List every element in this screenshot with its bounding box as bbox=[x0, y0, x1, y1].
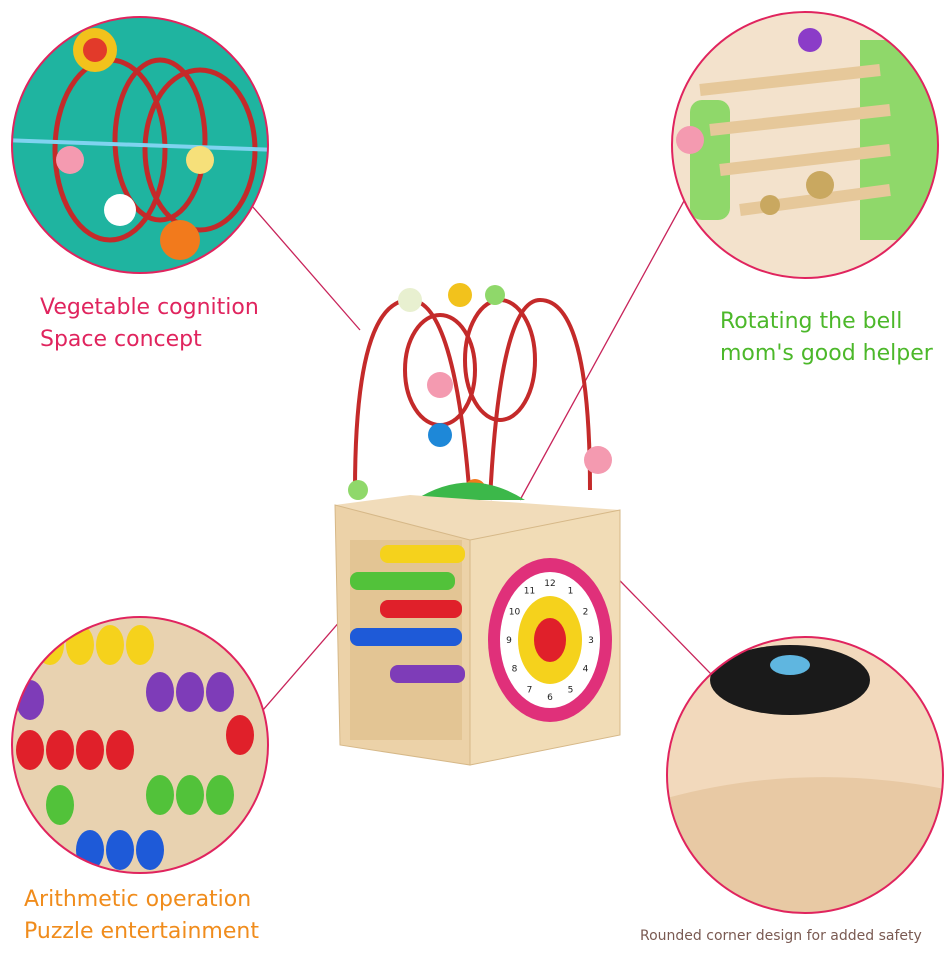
clock-number: 5 bbox=[568, 685, 574, 695]
clock-number: 2 bbox=[583, 608, 589, 618]
clock-number: 4 bbox=[583, 665, 589, 675]
detail-circle-abacus bbox=[11, 616, 269, 874]
detail-circle-rotating-bell bbox=[671, 11, 939, 279]
clock-number: 3 bbox=[588, 636, 594, 646]
caption-rotating-bell: Rotating the bell mom's good helper bbox=[720, 306, 933, 370]
clock-number: 12 bbox=[544, 579, 555, 589]
caption-arithmetic: Arithmetic operation Puzzle entertainmen… bbox=[24, 884, 259, 948]
clock-number: 9 bbox=[506, 636, 512, 646]
caption-line: Space concept bbox=[40, 327, 202, 352]
caption-line: mom's good helper bbox=[720, 341, 933, 366]
detail-circle-rounded-corner bbox=[666, 636, 944, 914]
caption-line: Arithmetic operation bbox=[24, 887, 252, 912]
caption-vegetable-cognition: Vegetable cognition Space concept bbox=[40, 292, 259, 356]
clock-number: 1 bbox=[568, 587, 574, 597]
clock-number: 6 bbox=[547, 693, 553, 703]
caption-rounded-corner: Rounded corner design for added safety bbox=[640, 928, 922, 944]
clock-number: 10 bbox=[509, 608, 521, 618]
detail-circle-bead-maze bbox=[11, 16, 269, 274]
clock-number: 8 bbox=[512, 665, 518, 675]
clock-number: 11 bbox=[524, 587, 535, 597]
caption-line: Puzzle entertainment bbox=[24, 919, 259, 944]
clock-number: 7 bbox=[527, 685, 533, 695]
caption-line: Vegetable cognition bbox=[40, 295, 259, 320]
caption-line: Rotating the bell bbox=[720, 309, 903, 334]
